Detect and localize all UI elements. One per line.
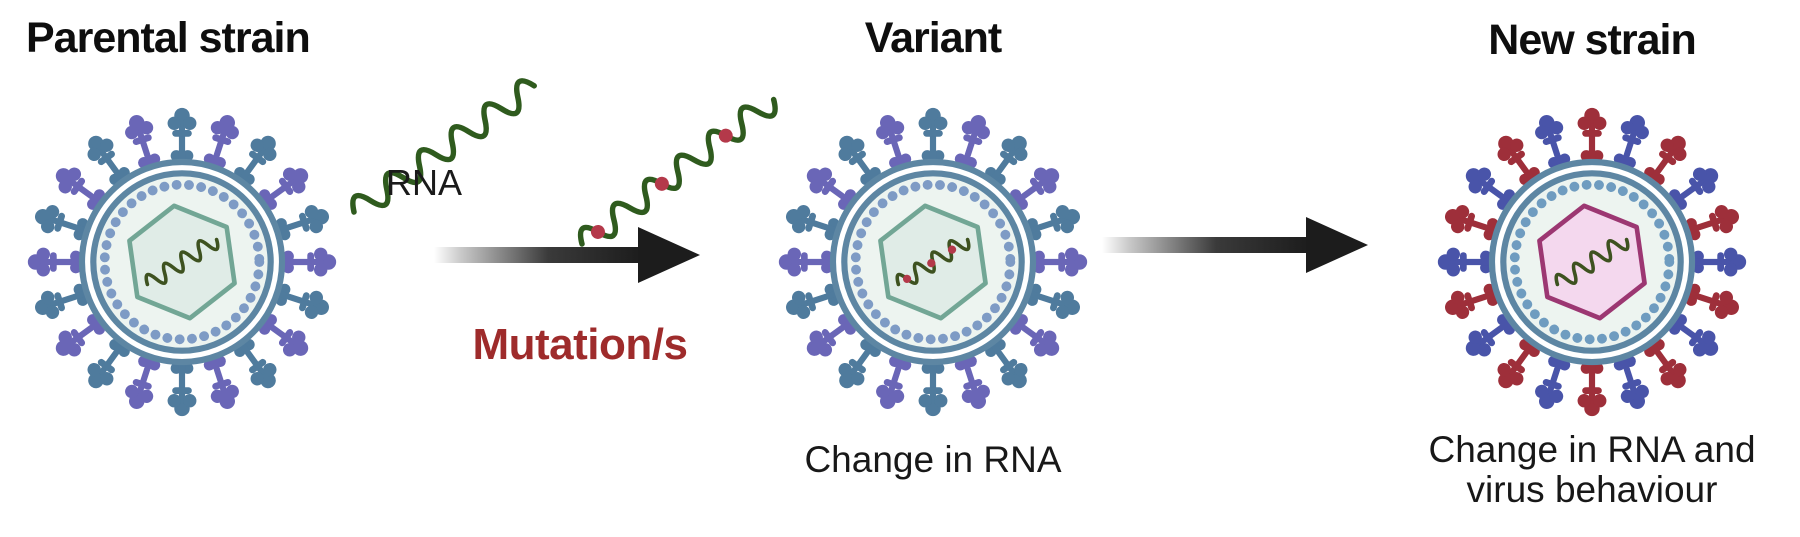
parental-virus-illustration	[17, 97, 347, 427]
new-strain-title: New strain	[1488, 16, 1696, 64]
new-strain-caption-line1: Change in RNA and	[1428, 429, 1756, 470]
new-strain-virus-illustration	[1427, 97, 1757, 427]
mutation-label: Mutation/s	[472, 320, 688, 369]
mutation-arrow-icon	[434, 227, 700, 283]
new-strain-caption: Change in RNA and virus behaviour	[1402, 430, 1782, 510]
variant-caption: Change in RNA	[804, 439, 1062, 480]
rna-label: RNA	[386, 162, 463, 203]
mutated-rna-strand-icon	[577, 96, 778, 247]
new-strain-caption-line2: virus behaviour	[1466, 469, 1718, 510]
rna-strand-icon	[350, 78, 537, 215]
parental-strain-title: Parental strain	[26, 14, 311, 62]
variant-title: Variant	[864, 14, 1002, 62]
new-strain-arrow-icon	[1102, 217, 1368, 273]
